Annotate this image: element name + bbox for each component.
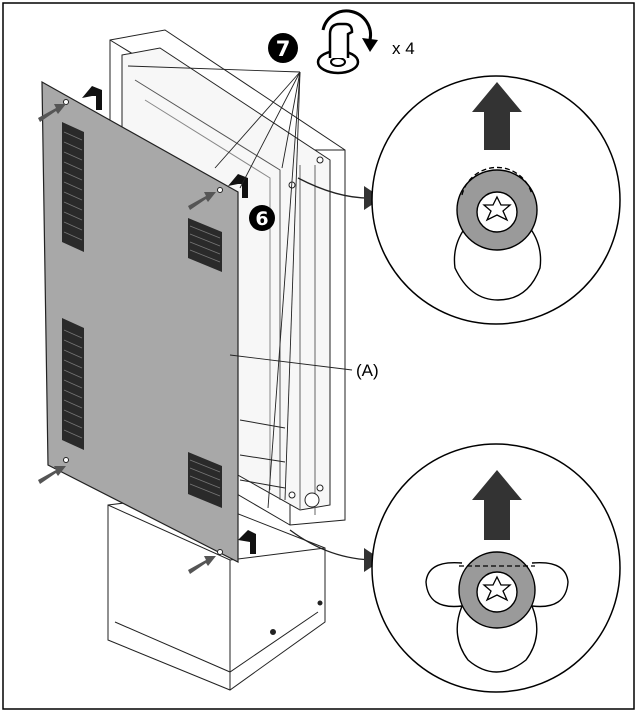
torx-screw-head-icon xyxy=(482,195,512,222)
step7-leader-lines xyxy=(127,65,301,509)
vent-grille-left-top xyxy=(62,122,84,252)
vent-grille-right-top xyxy=(188,218,222,272)
panel-screw-br xyxy=(217,549,223,555)
lift-arrows xyxy=(82,86,256,554)
step6-callout: 6 xyxy=(249,205,275,231)
panel-screw-tl xyxy=(63,99,69,105)
screw-pointer-arrows xyxy=(38,104,216,574)
vent-grille-left-bottom xyxy=(62,318,84,450)
panel-screw-bl xyxy=(63,457,69,463)
torx-screw-head-icon xyxy=(482,575,512,602)
vent-grille-right-bottom xyxy=(188,452,222,508)
keyhole-detail-bottom xyxy=(371,443,621,693)
panel-screw-tr xyxy=(217,187,223,193)
panel-a-label: (A) xyxy=(356,361,379,380)
step6-number: 6 xyxy=(255,208,268,230)
step7-number: 7 xyxy=(276,37,291,61)
panel-a-leader xyxy=(229,354,353,371)
step7-callout: 7 xyxy=(268,33,298,63)
keyhole-detail-top xyxy=(371,75,621,325)
screw-count-label: x 4 xyxy=(392,39,415,58)
screwdriver-rotate-icon xyxy=(316,9,378,75)
lift-up-arrow-top xyxy=(472,82,522,150)
front-panel-a xyxy=(41,80,239,563)
lift-up-arrow-bottom xyxy=(472,470,522,540)
